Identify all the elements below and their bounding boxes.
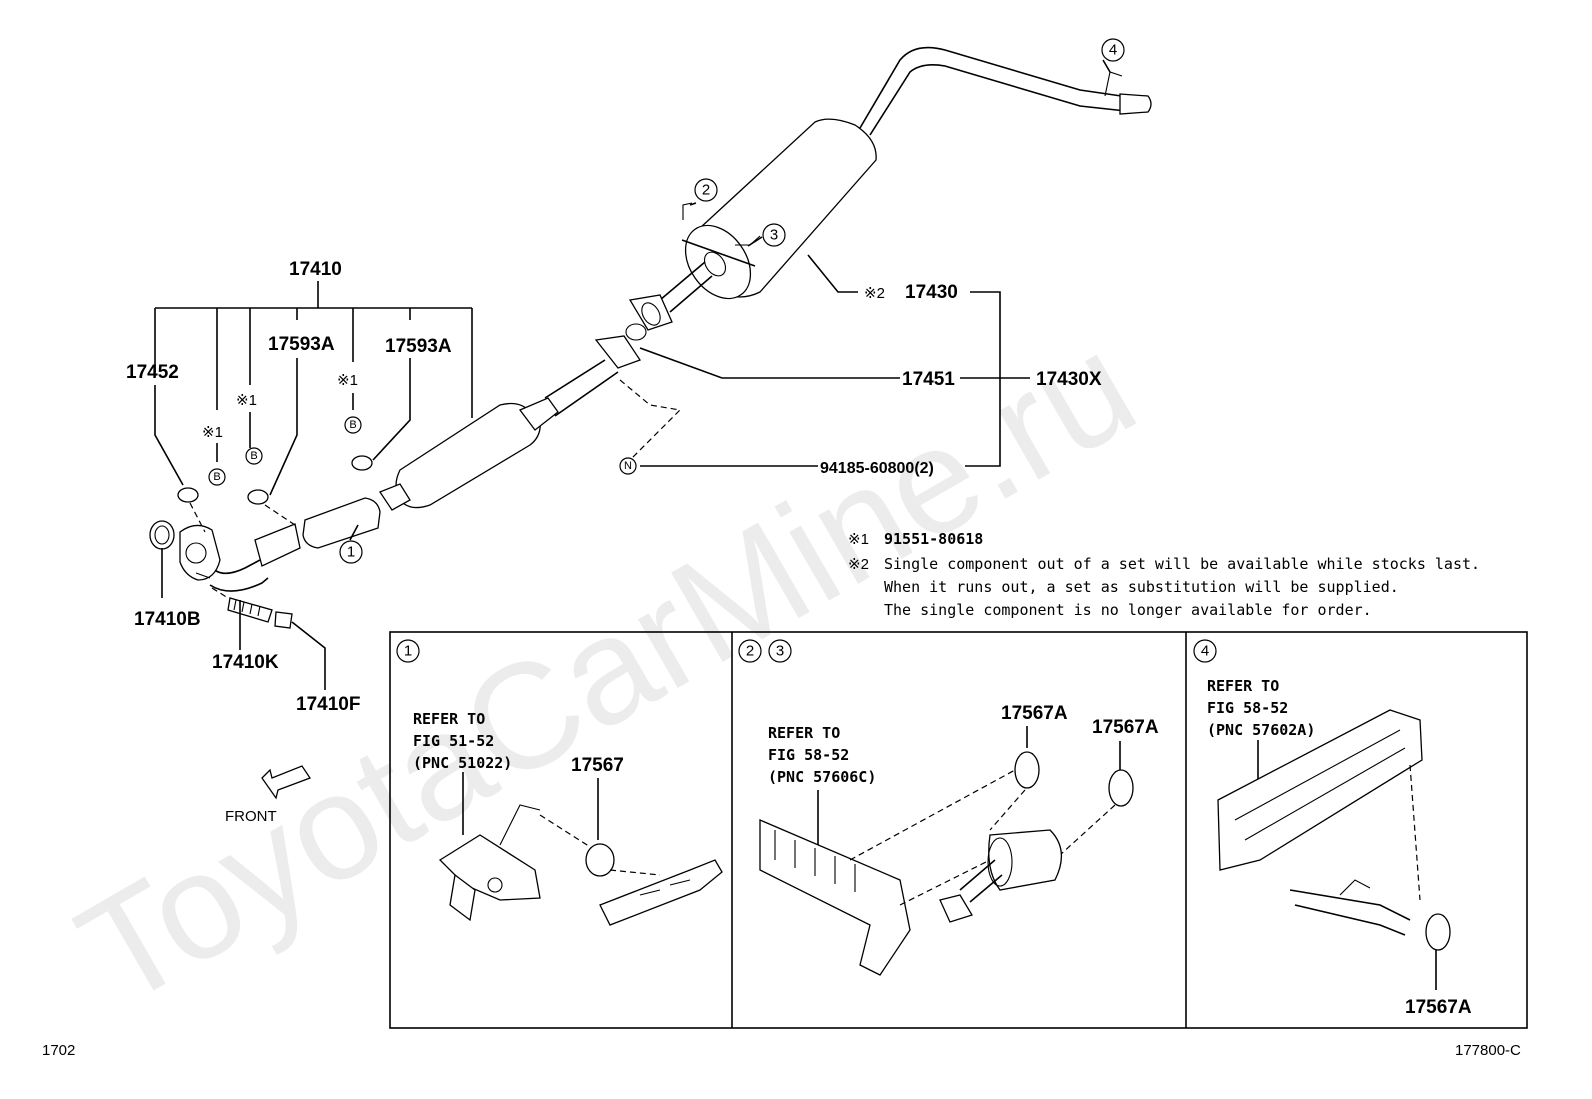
callout-3 xyxy=(762,223,786,247)
note2-prefix: ※2 xyxy=(848,556,869,573)
b-marker xyxy=(245,447,263,465)
b-marker-label: B xyxy=(250,450,257,462)
note2-line1: Single component out of a set will be av… xyxy=(884,555,1480,573)
detail-panels: 1 REFER TO FIG 51-52 (PNC 51022) 17567 2… xyxy=(389,631,1528,1029)
detail-panel-4: 4 REFER TO FIG 58-52 (PNC 57602A) 17567A xyxy=(1193,639,1472,1018)
panel-23-part-a: 17567A xyxy=(1001,703,1068,724)
b-marker xyxy=(344,416,362,434)
part-label-94185: 94185-60800(2) xyxy=(820,460,934,477)
callout-2 xyxy=(694,178,718,202)
panel-1-part: 17567 xyxy=(571,755,624,776)
panel-1-pnc: (PNC 51022) xyxy=(413,754,512,772)
panel-3-marker-label: 3 xyxy=(776,643,784,660)
leader-lines xyxy=(154,59,1111,690)
callout-1 xyxy=(339,540,363,564)
panel-2-marker-label: 2 xyxy=(746,643,754,660)
part-label-17452: 17452 xyxy=(126,362,179,383)
note2-line2: When it runs out, a set as substitution … xyxy=(884,578,1399,596)
note1-text: 91551-80618 xyxy=(884,530,983,548)
callout-4 xyxy=(1101,38,1125,62)
note1-prefix: ※1 xyxy=(848,531,869,548)
n-marker xyxy=(619,457,637,475)
panel-23-part-b: 17567A xyxy=(1092,717,1159,738)
panel-23-fig: FIG 58-52 xyxy=(768,746,849,764)
footer-left: 1702 xyxy=(42,1042,75,1059)
note-marks: ※1 ※1 ※1 ※2 B B B N 1 2 3 4 xyxy=(202,38,1125,564)
callout-1-label: 1 xyxy=(347,544,355,561)
panel-1-refer: REFER TO xyxy=(413,710,485,728)
n-marker-label: N xyxy=(624,460,632,472)
panel-4-part: 17567A xyxy=(1405,997,1472,1018)
callout-2-label: 2 xyxy=(702,182,710,199)
panel-4-marker xyxy=(1193,639,1217,663)
part-label-17593a-2: 17593A xyxy=(385,336,452,357)
b-marker-label: B xyxy=(349,419,356,431)
notes-block: ※1 91551-80618 ※2 Single component out o… xyxy=(848,530,1480,619)
part-label-17410f: 17410F xyxy=(296,694,360,715)
panel-1-fig: FIG 51-52 xyxy=(413,732,494,750)
footer-right: 177800-C xyxy=(1455,1042,1521,1059)
panel-23-pnc: (PNC 57606C) xyxy=(768,768,876,786)
detail-panel-2-3: 2 3 REFER TO FIG 58-52 (PNC 57606C) 1756… xyxy=(738,639,1159,976)
front-label: FRONT xyxy=(225,808,277,825)
exhaust-assembly-drawing xyxy=(149,46,1152,629)
part-label-17593a-1: 17593A xyxy=(268,334,335,355)
panel-4-marker-label: 4 xyxy=(1201,643,1209,660)
callout-4-label: 4 xyxy=(1109,42,1117,59)
part-label-17410: 17410 xyxy=(289,259,342,280)
panel-1-marker-label: 1 xyxy=(404,643,412,660)
part-labels: 17410 17452 17593A 17593A 17410B 17410K … xyxy=(126,259,1102,715)
front-indicator: FRONT xyxy=(225,765,311,825)
part-label-17451: 17451 xyxy=(902,369,955,390)
front-arrow-icon xyxy=(261,765,311,800)
detail-panel-1: 1 REFER TO FIG 51-52 (PNC 51022) 17567 xyxy=(396,639,723,926)
part-label-17410b: 17410B xyxy=(134,609,201,630)
part-label-17430: 17430 xyxy=(905,282,958,303)
note2-line3: The single component is no longer availa… xyxy=(884,601,1372,619)
part-label-17430x: 17430X xyxy=(1036,369,1102,390)
detail-frame xyxy=(389,631,1528,1029)
panel-4-fig: FIG 58-52 xyxy=(1207,699,1288,717)
panel-3-marker xyxy=(768,639,792,663)
part-label-17410k: 17410K xyxy=(212,652,279,673)
panel-1-marker xyxy=(396,639,420,663)
panel-4-pnc: (PNC 57602A) xyxy=(1207,721,1315,739)
callout-3-label: 3 xyxy=(770,227,778,244)
panel-4-refer: REFER TO xyxy=(1207,677,1279,695)
panel-23-refer: REFER TO xyxy=(768,724,840,742)
note1-mark: ※1 xyxy=(337,372,358,389)
panel-2-marker xyxy=(738,639,762,663)
b-marker xyxy=(208,468,226,486)
note2-mark: ※2 xyxy=(864,285,885,302)
note1-mark: ※1 xyxy=(202,424,223,441)
note1-mark: ※1 xyxy=(236,392,257,409)
b-marker-label: B xyxy=(213,471,220,483)
